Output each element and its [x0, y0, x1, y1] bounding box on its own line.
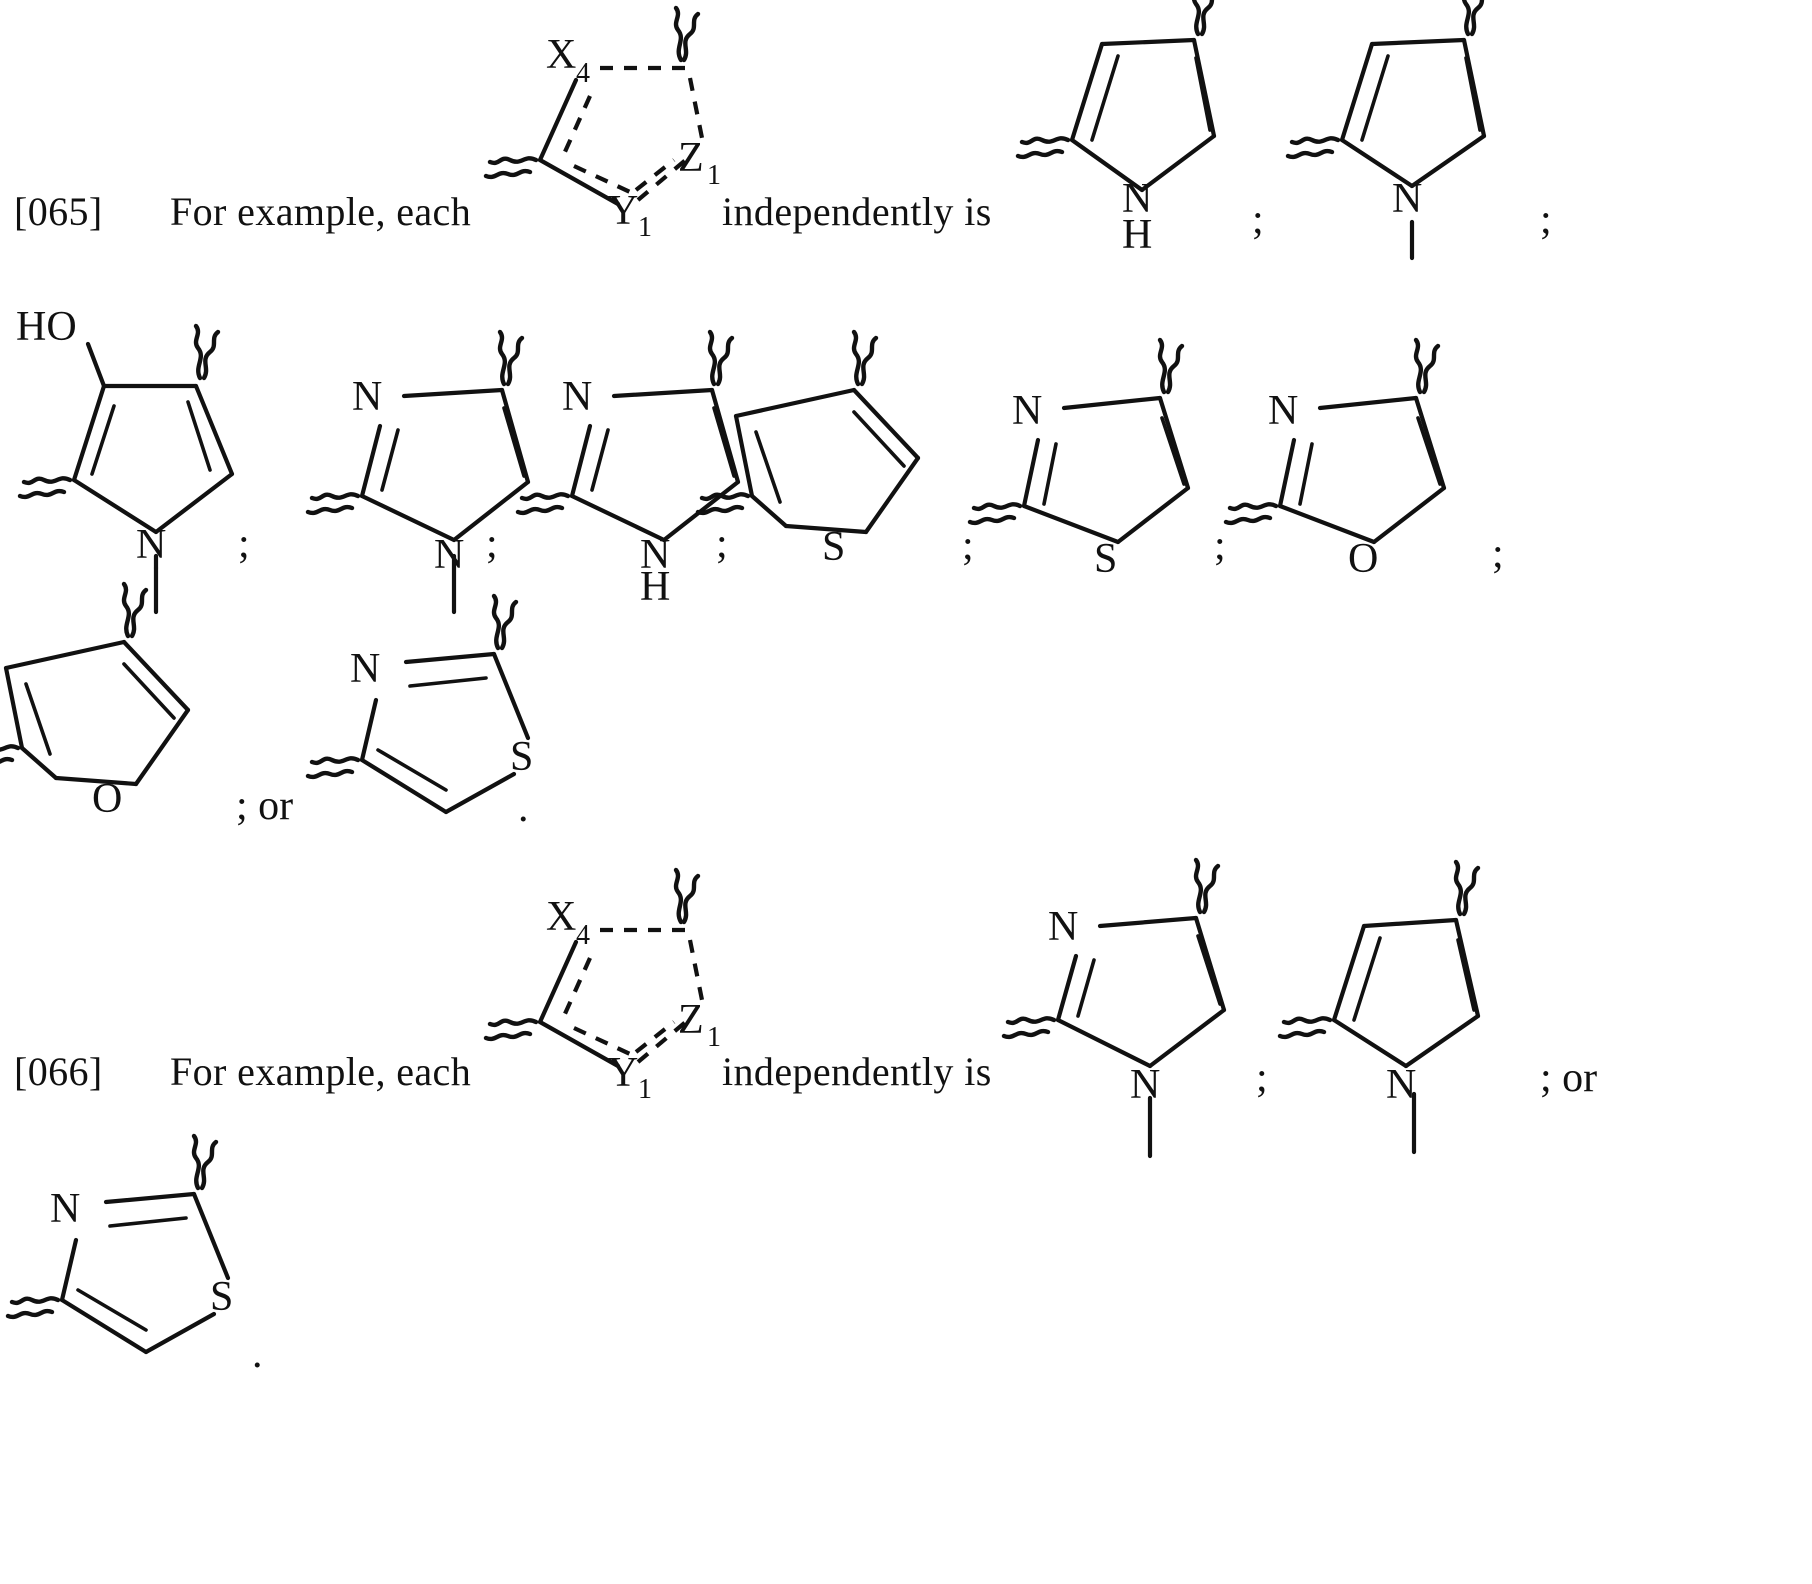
atom-label-z-sub: 1	[707, 160, 721, 191]
separator-semicolon-4: ;	[486, 521, 498, 567]
atom-label-n-2: N	[640, 532, 670, 578]
atom-label-x: X	[546, 32, 576, 78]
atom-label-ho: HO	[16, 304, 77, 350]
atom-label-x: X	[546, 894, 576, 940]
structure-thiazole: N S	[967, 336, 1230, 586]
n-methyl-stub-2	[444, 553, 464, 616]
atom-label-n: N	[1012, 388, 1042, 434]
structure-imidazole-nh: N N H	[500, 300, 760, 610]
atom-label-n-2: N	[1130, 1062, 1160, 1108]
atom-label-h: H	[640, 564, 670, 610]
atom-label-s: S	[1094, 536, 1117, 582]
separator-semicolon-5: ;	[716, 521, 728, 567]
structure-oxazole: N O	[1223, 336, 1486, 586]
atom-label-y: Y	[608, 188, 638, 234]
separator-or-1: ; or	[236, 783, 294, 829]
atom-label-n: N	[1122, 176, 1152, 222]
paragraph-number-066: [066]	[14, 1049, 103, 1094]
separator-semicolon-2: ;	[1540, 197, 1552, 243]
atom-label-n: N	[1048, 904, 1078, 950]
structure-n-methylpyrrole-top: N	[1270, 0, 1500, 261]
atom-label-z: Z	[678, 135, 704, 181]
paragraph-065-mid-text: independently is	[722, 189, 992, 234]
atom-label-n: N	[1392, 176, 1422, 222]
atom-label-y-sub: 1	[638, 212, 652, 243]
structure-n-methylimidazole-2yl: N N	[290, 300, 550, 580]
atom-label-x-sub: 4	[576, 920, 590, 951]
structure-066-n-methylimidazole: N N	[1000, 857, 1260, 1140]
separator-period-1: .	[518, 785, 529, 831]
structure-isothiazole-2: N S	[5, 1133, 278, 1400]
atom-label-h: H	[1122, 212, 1152, 258]
structure-furan: O	[0, 581, 250, 838]
atom-label-n: N	[562, 374, 592, 420]
atom-label-x-sub: 4	[576, 58, 590, 89]
structure-hydroxy-n-methylpyrrole: HO N	[0, 268, 260, 571]
atom-label-n-2: N	[434, 532, 464, 578]
n-methyl-stub-3	[1140, 1095, 1160, 1160]
separator-semicolon-8: ;	[1492, 531, 1504, 577]
separator-semicolon-1: ;	[1252, 197, 1264, 243]
atom-label-y-sub: 1	[638, 1074, 652, 1105]
atom-label-n: N	[50, 1186, 80, 1232]
structure-isothiazole-1: N S	[305, 593, 578, 860]
separator-period-2: .	[252, 1331, 263, 1377]
atom-label-n: N	[1386, 1062, 1416, 1108]
atom-label-n: N	[1268, 388, 1298, 434]
atom-label-s: S	[210, 1274, 233, 1320]
atom-label-s: S	[510, 734, 533, 780]
structure-066-n-methylpyrrole: N	[1277, 859, 1522, 1148]
structure-pyrrole-nh: N H	[1000, 0, 1230, 258]
paragraph-065-lead-text: For example, each	[170, 189, 472, 234]
separator-semicolon-3: ;	[238, 521, 250, 567]
n-methyl-stub-4	[1404, 1091, 1424, 1156]
atom-label-n: N	[350, 646, 380, 692]
atom-label-z-sub: 1	[707, 1022, 721, 1053]
atom-label-z: Z	[678, 997, 704, 1043]
separator-semicolon-7: ;	[1214, 523, 1226, 569]
atom-label-o: O	[1348, 536, 1378, 582]
atom-label-s: S	[822, 524, 845, 570]
atom-label-y: Y	[608, 1050, 638, 1096]
separator-or-2: ; or	[1540, 1055, 1598, 1101]
generic-ring-065: X 4 Y 1 Z 1	[478, 5, 738, 243]
n-methyl-stub-1	[146, 553, 166, 616]
atom-label-n: N	[136, 522, 166, 568]
separator-semicolon-9: ;	[1256, 1055, 1268, 1101]
paragraph-number-065: [065]	[14, 189, 103, 234]
paragraph-066-mid-text: independently is	[722, 1049, 992, 1094]
generic-ring-066: X 4 Y 1 Z 1	[478, 867, 738, 1105]
separator-semicolon-6: ;	[962, 523, 974, 569]
atom-label-n: N	[352, 374, 382, 420]
atom-label-o: O	[92, 776, 122, 822]
structure-thiophene: S	[695, 329, 980, 586]
paragraph-066-lead-text: For example, each	[170, 1049, 472, 1094]
